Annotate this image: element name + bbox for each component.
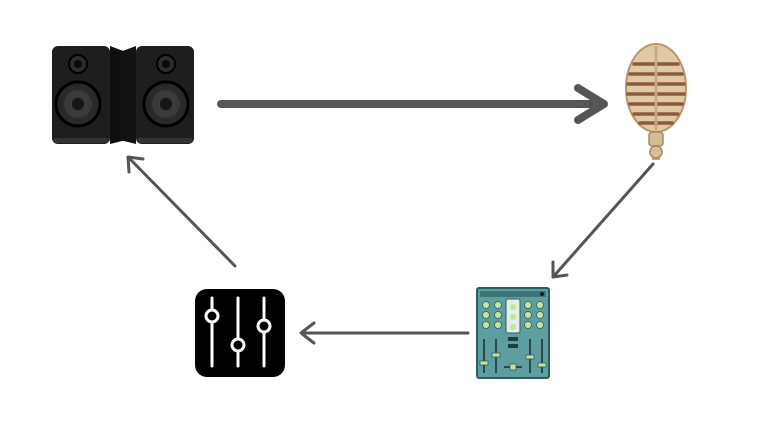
dj-mixer-icon	[476, 287, 550, 379]
edge-speakers-to-microphone	[217, 84, 608, 124]
equalizer-sliders-icon	[194, 288, 286, 378]
microphone-icon	[618, 40, 694, 166]
edge-microphone-to-mixer	[551, 162, 655, 279]
edge-mixer-to-equalizer	[299, 321, 470, 345]
speakers-icon	[50, 40, 196, 148]
edge-equalizer-to-speakers	[126, 155, 237, 268]
